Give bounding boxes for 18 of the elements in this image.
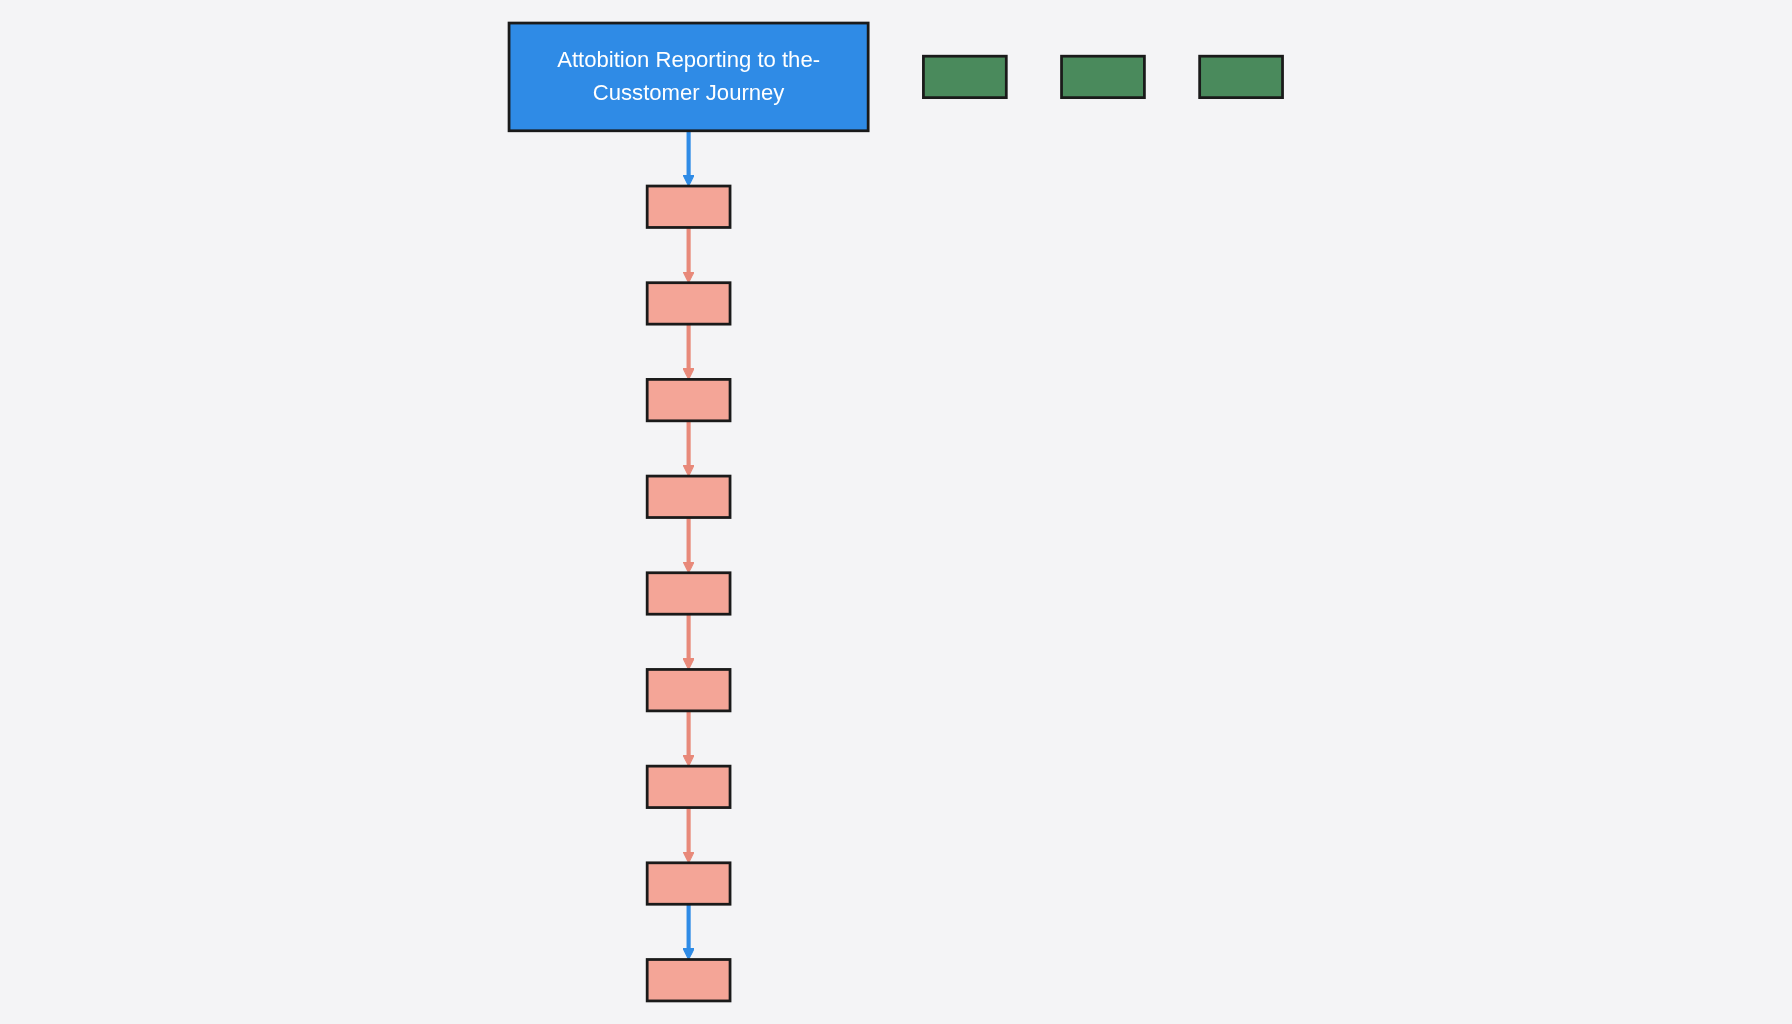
arrow — [682, 324, 695, 380]
arrow — [682, 420, 695, 477]
flow-box — [922, 54, 1008, 99]
arrow — [682, 130, 695, 187]
flow-box — [646, 668, 732, 713]
flow-box — [646, 861, 732, 906]
flow-box — [646, 184, 732, 229]
flow-box — [646, 571, 732, 616]
flow-box — [646, 281, 732, 326]
arrow — [682, 614, 695, 670]
flow-box — [646, 474, 732, 519]
title-banner: Attobition Reporting to the-Cusstomer Journey — [507, 21, 870, 133]
flow-box — [646, 958, 732, 1003]
flow-box — [646, 378, 732, 423]
flow-box — [1198, 54, 1285, 99]
arrow — [682, 710, 695, 767]
flow-box — [646, 764, 732, 809]
flow-box — [1060, 54, 1146, 99]
